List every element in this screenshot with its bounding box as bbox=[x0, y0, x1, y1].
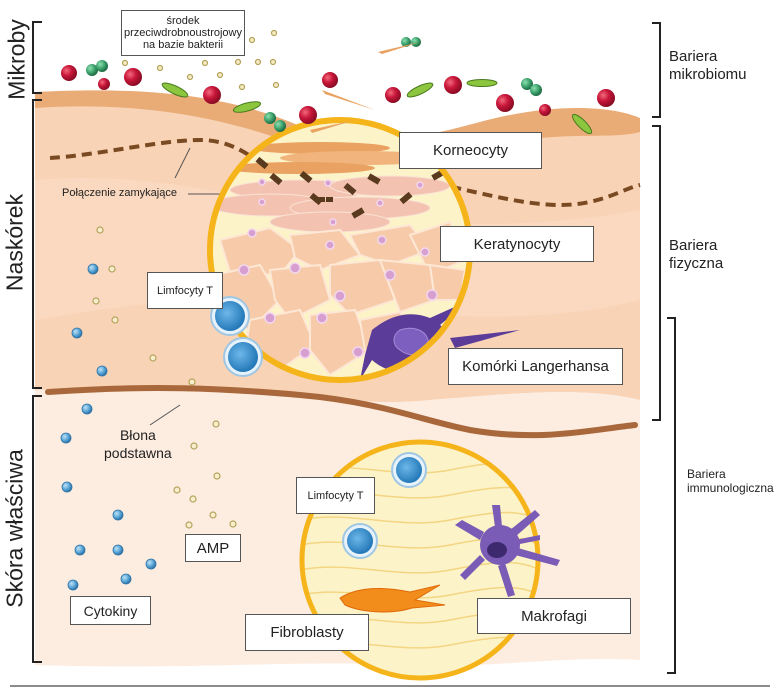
basement-line2: podstawna bbox=[104, 445, 172, 462]
label-corneocytes: Korneocyty bbox=[399, 132, 542, 169]
label-amp: AMP bbox=[185, 534, 241, 562]
basement-membrane bbox=[45, 385, 638, 439]
label-fibroblasts: Fibroblasty bbox=[245, 614, 369, 651]
epidermis-magnifier bbox=[207, 117, 473, 383]
layer-label-dermis: Skóra właściwa bbox=[1, 449, 28, 608]
fibroblast-cell bbox=[339, 584, 446, 613]
antimicrobial-line3: na bazie bakterii bbox=[142, 39, 224, 52]
barrier-microbiome-line2: mikrobiomu bbox=[669, 66, 747, 83]
antimicrobial-line2: przeciwdrobnoustrojowy bbox=[124, 26, 242, 39]
barrier-immunological: Bariera immunologiczna bbox=[687, 467, 774, 496]
basement-pointer bbox=[149, 404, 181, 426]
label-t-cells-dermis: Limfocyty T bbox=[296, 477, 375, 514]
microbes bbox=[61, 29, 615, 135]
barrier-microbiome: Bariera mikrobiomu bbox=[669, 48, 747, 84]
layer-label-epidermis: Naskórek bbox=[1, 193, 28, 292]
barrier-physical: Bariera fizyczna bbox=[669, 237, 723, 273]
barrier-physical-line1: Bariera bbox=[669, 237, 718, 254]
tight-junction-line bbox=[49, 137, 264, 167]
tight-junction-pointer bbox=[174, 147, 191, 179]
cytokine-particles bbox=[60, 263, 157, 591]
basement-line1: Błona bbox=[119, 427, 156, 443]
label-macrophages: Makrofagi bbox=[477, 598, 631, 634]
langerhans-dendrite bbox=[450, 330, 520, 348]
label-t-cells-epidermis: Limfocyty T bbox=[147, 272, 223, 309]
label-langerhans-cells: Komórki Langerhansa bbox=[448, 348, 623, 385]
label-keratinocytes: Keratynocyty bbox=[440, 226, 594, 262]
right-brackets bbox=[652, 22, 676, 674]
layer-label-microbes: Mikroby bbox=[3, 19, 30, 100]
left-brackets bbox=[32, 21, 42, 663]
antimicrobial-line1: środek bbox=[166, 14, 200, 27]
barrier-immunological-line1: Bariera bbox=[687, 467, 726, 481]
label-basement-membrane: Błona podstawna bbox=[104, 426, 172, 462]
label-antimicrobial-agent: środek przeciwdrobnoustrojowy na bazie b… bbox=[121, 10, 245, 56]
label-tight-junction: Połączenie zamykające bbox=[62, 187, 177, 199]
t-cell-epidermis bbox=[210, 296, 263, 377]
amp-particles bbox=[92, 226, 237, 529]
barrier-physical-line2: fizyczna bbox=[669, 255, 724, 272]
barrier-microbiome-line1: Bariera bbox=[669, 48, 718, 65]
label-cytokines: Cytokiny bbox=[70, 596, 151, 625]
barrier-immunological-line2: immunologiczna bbox=[687, 481, 774, 496]
macrophage-cell bbox=[455, 505, 560, 597]
